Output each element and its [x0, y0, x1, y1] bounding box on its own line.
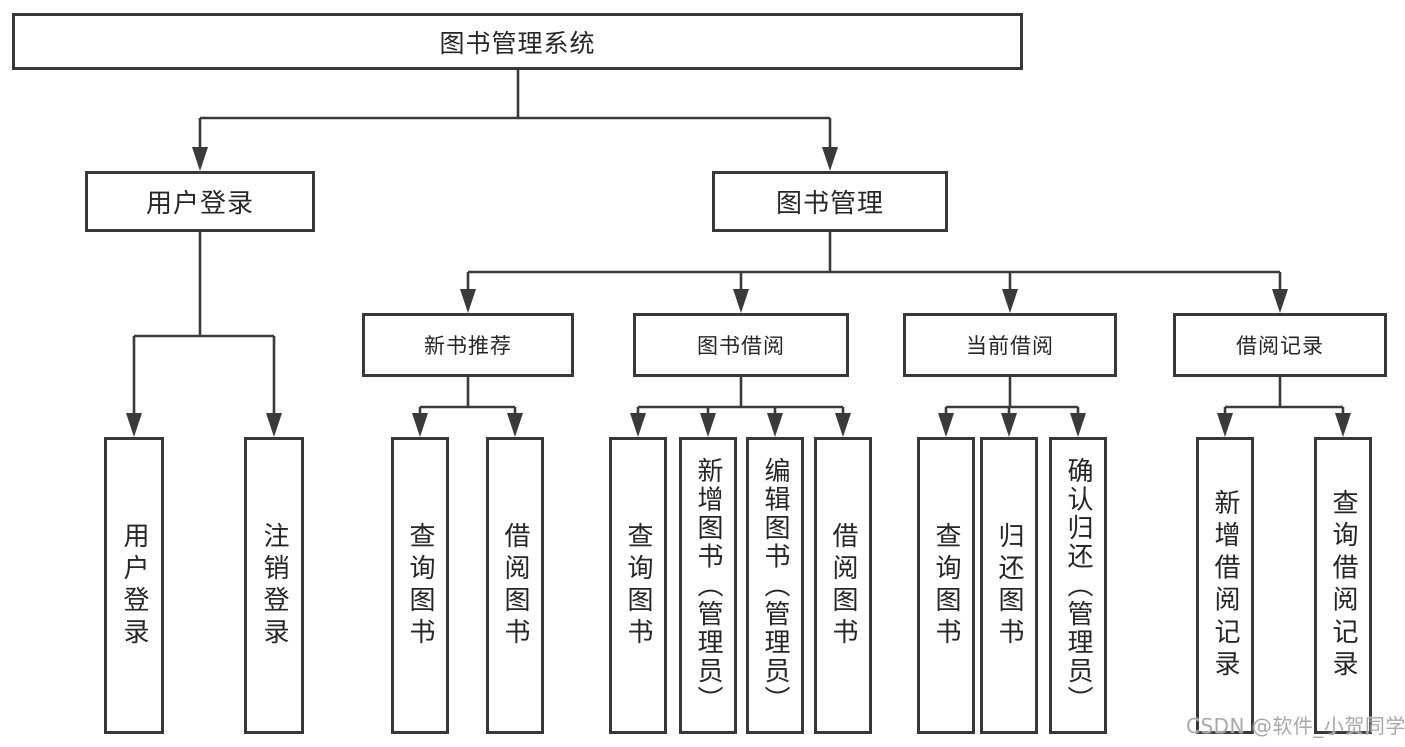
csdn-watermark: CSDN @软件_小贺同学: [1186, 714, 1405, 738]
connector-new-book-branch: [412, 377, 523, 437]
connector-book-borrow-branch: [630, 377, 851, 437]
leaf-logout: 注销登录: [244, 437, 304, 734]
connector-root-to-level1: [192, 70, 838, 171]
leaf-nb-borrow-books: 借阅图书: [486, 437, 544, 734]
leaf-nb-query-books-label: 查询图书: [405, 521, 435, 650]
connector-current-borrow-branch: [938, 377, 1086, 437]
leaf-br-add-record-label: 新增借阅记录: [1210, 488, 1240, 683]
leaf-cb-confirm-return: 确认归还（管理员）: [1049, 437, 1107, 734]
leaf-br-query-record-label: 查询借阅记录: [1328, 488, 1358, 683]
leaf-cb-confirm-return-label: 确认归还（管理员）: [1063, 456, 1093, 715]
leaf-user-login: 用户登录: [104, 437, 164, 734]
leaf-user-login-label: 用户登录: [119, 521, 149, 650]
connector-borrow-record-branch: [1217, 377, 1351, 437]
node-current-borrow: 当前借阅: [903, 313, 1117, 377]
node-book-management: 图书管理: [712, 171, 948, 232]
leaf-nb-borrow-books-label: 借阅图书: [500, 521, 530, 650]
leaf-cb-query-books: 查询图书: [917, 437, 975, 734]
connector-user-login-branch: [126, 232, 282, 437]
leaf-cb-return-books-label: 归还图书: [994, 521, 1024, 650]
leaf-logout-label: 注销登录: [259, 521, 289, 650]
node-book-borrow: 图书借阅: [633, 313, 849, 377]
leaf-br-query-record: 查询借阅记录: [1314, 437, 1372, 734]
node-root-system: 图书管理系统: [12, 13, 1023, 70]
node-user-login: 用户登录: [85, 171, 315, 232]
leaf-bb-add-books: 新增图书（管理员）: [679, 437, 737, 734]
leaf-bb-edit-books-label: 编辑图书（管理员）: [760, 456, 790, 715]
leaf-cb-return-books: 归还图书: [980, 437, 1038, 734]
leaf-bb-edit-books: 编辑图书（管理员）: [746, 437, 804, 734]
leaf-nb-query-books: 查询图书: [391, 437, 449, 734]
leaf-bb-add-books-label: 新增图书（管理员）: [693, 456, 723, 715]
node-new-book-recommend: 新书推荐: [362, 313, 574, 377]
leaf-bb-borrow-books: 借阅图书: [814, 437, 872, 734]
connector-book-management-branch: [460, 232, 1288, 313]
node-borrow-record: 借阅记录: [1173, 313, 1387, 377]
leaf-cb-query-books-label: 查询图书: [931, 521, 961, 650]
leaf-bb-query-books: 查询图书: [609, 437, 667, 734]
leaf-bb-borrow-books-label: 借阅图书: [828, 521, 858, 650]
leaf-br-add-record: 新增借阅记录: [1196, 437, 1254, 734]
leaf-bb-query-books-label: 查询图书: [623, 521, 653, 650]
